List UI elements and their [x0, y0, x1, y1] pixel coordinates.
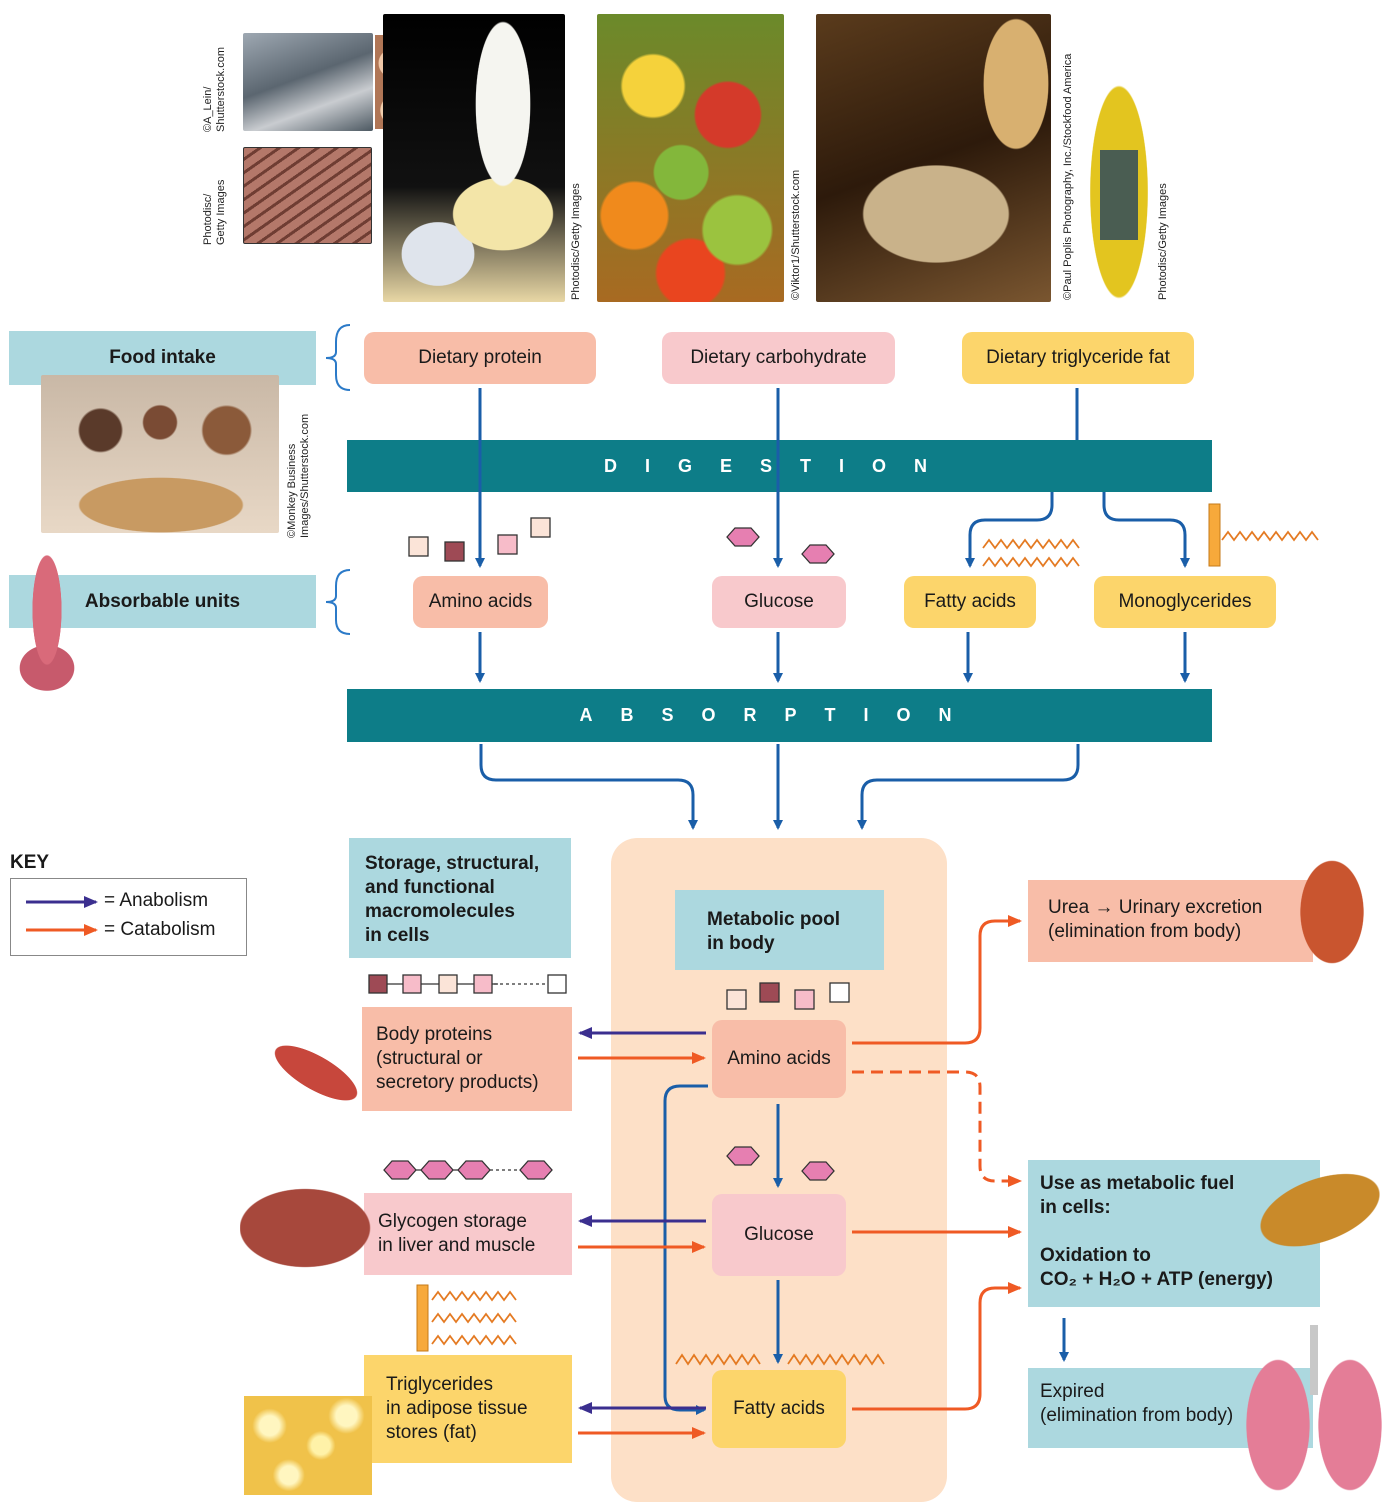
fish-photo — [243, 33, 373, 131]
amino-acid-square — [829, 982, 850, 1003]
amino-acid-square — [726, 989, 747, 1010]
kidney-image — [1296, 852, 1368, 972]
key-anabolism-label: = Anabolism — [104, 890, 209, 911]
unit-monoglycerides-box: Monoglycerides — [1094, 576, 1276, 628]
key-title: KEY — [10, 852, 50, 873]
unit-amino-acids-box: Amino acids — [413, 576, 548, 628]
absorbable-brace — [325, 569, 351, 635]
unit-glucose-box: Glucose — [712, 576, 846, 628]
fat-to-fatty-acids-arrow — [965, 492, 1054, 568]
amino-acid-square — [438, 974, 458, 994]
steak-photo — [243, 147, 372, 244]
fruit-photo — [597, 14, 784, 302]
expired-line-1: Expired — [1040, 1381, 1105, 1402]
amino-acid-square — [473, 974, 493, 994]
dietary-protein-box: Dietary protein — [364, 332, 596, 384]
expired-line-2: (elimination from body) — [1040, 1405, 1234, 1426]
dairy-photo — [383, 14, 565, 302]
fatty-acid-chain — [431, 1334, 517, 1346]
fatty-acid-chain — [982, 556, 1080, 568]
lungs-image — [1238, 1325, 1390, 1495]
pool-amino-acids-box: Amino acids — [712, 1020, 846, 1098]
amino-to-urea-arrow — [852, 915, 1022, 1045]
amino-acid-square — [794, 989, 815, 1010]
glucose-hexagon — [383, 1160, 417, 1180]
urea-excretion-box: Urea → Urinary excretion (elimination fr… — [1028, 880, 1313, 962]
glucose-hexagon — [801, 1161, 835, 1181]
fatty-acid-chain — [431, 1312, 517, 1324]
amino-acid-square — [368, 974, 388, 994]
adipose-tissue-image — [244, 1396, 372, 1495]
triglycerides-box: Triglycerides in adipose tissue stores (… — [364, 1355, 572, 1463]
fatty-to-fuel-arrow — [852, 1282, 1022, 1411]
glucose-hexagon — [457, 1160, 491, 1180]
glycerol-bar — [416, 1284, 429, 1352]
amino-acid-square — [408, 536, 429, 557]
glycerol-bar — [1208, 503, 1221, 567]
amino-acid-square — [497, 534, 518, 555]
amino-acid-square — [444, 541, 465, 562]
fuel-title: Use as metabolic fuel in cells: — [1040, 1173, 1235, 1218]
amino-acid-square — [547, 974, 567, 994]
oxidation-label: Oxidation to — [1040, 1245, 1151, 1266]
fatty-acid-chain — [787, 1353, 885, 1366]
absorption-right-arrow — [857, 744, 1080, 830]
amino-acid-square — [402, 974, 422, 994]
absorption-left-arrow — [479, 744, 698, 830]
urea-line-1: Urea → Urinary excretion — [1048, 897, 1263, 918]
dietary-carbohydrate-box: Dietary carbohydrate — [662, 332, 895, 384]
body-proteins-box: Body proteins (structural or secretory p… — [362, 1007, 572, 1111]
amino-to-fuel-dashed-arrow — [852, 1070, 1022, 1187]
storage-label: Storage, structural, and functional macr… — [349, 838, 571, 958]
intestinal-villus-image — [14, 550, 80, 692]
olive-oil-label — [1100, 150, 1138, 240]
glucose-hexagon — [519, 1160, 553, 1180]
glycogen-storage-box: Glycogen storage in liver and muscle — [364, 1193, 572, 1275]
pool-fatty-acids-box: Fatty acids — [712, 1370, 846, 1448]
liver-image — [240, 1183, 380, 1278]
dietary-fat-box: Dietary triglyceride fat — [962, 332, 1194, 384]
fatty-acid-chain — [431, 1290, 517, 1302]
urea-line-2: (elimination from body) — [1048, 921, 1242, 942]
absorption-band: ABSORPTION — [347, 689, 1212, 742]
oxidation-formula: CO₂ + H₂O + ATP (energy) — [1040, 1269, 1273, 1290]
pool-glucose-box: Glucose — [712, 1194, 846, 1276]
grain-photo — [816, 14, 1051, 302]
glucose-hexagon — [420, 1160, 454, 1180]
kids-eating-photo — [41, 375, 279, 533]
fatty-acid-chain — [1221, 530, 1319, 542]
fat-to-monoglycerides-arrow — [1102, 492, 1190, 568]
glucose-hexagon — [726, 1146, 760, 1166]
amino-acid-square — [759, 982, 780, 1003]
key-catabolism-label: = Catabolism — [104, 919, 216, 940]
fatty-acid-chain — [675, 1353, 761, 1366]
food-intake-brace — [325, 324, 351, 391]
metabolic-pool-label: Metabolic pool in body — [675, 890, 884, 970]
amino-acid-square — [530, 517, 551, 538]
unit-fatty-acids-box: Fatty acids — [904, 576, 1036, 628]
fatty-acid-chain — [982, 538, 1080, 550]
glucose-hexagon — [801, 544, 835, 564]
key-box — [10, 878, 247, 956]
glucose-hexagon — [726, 527, 760, 547]
